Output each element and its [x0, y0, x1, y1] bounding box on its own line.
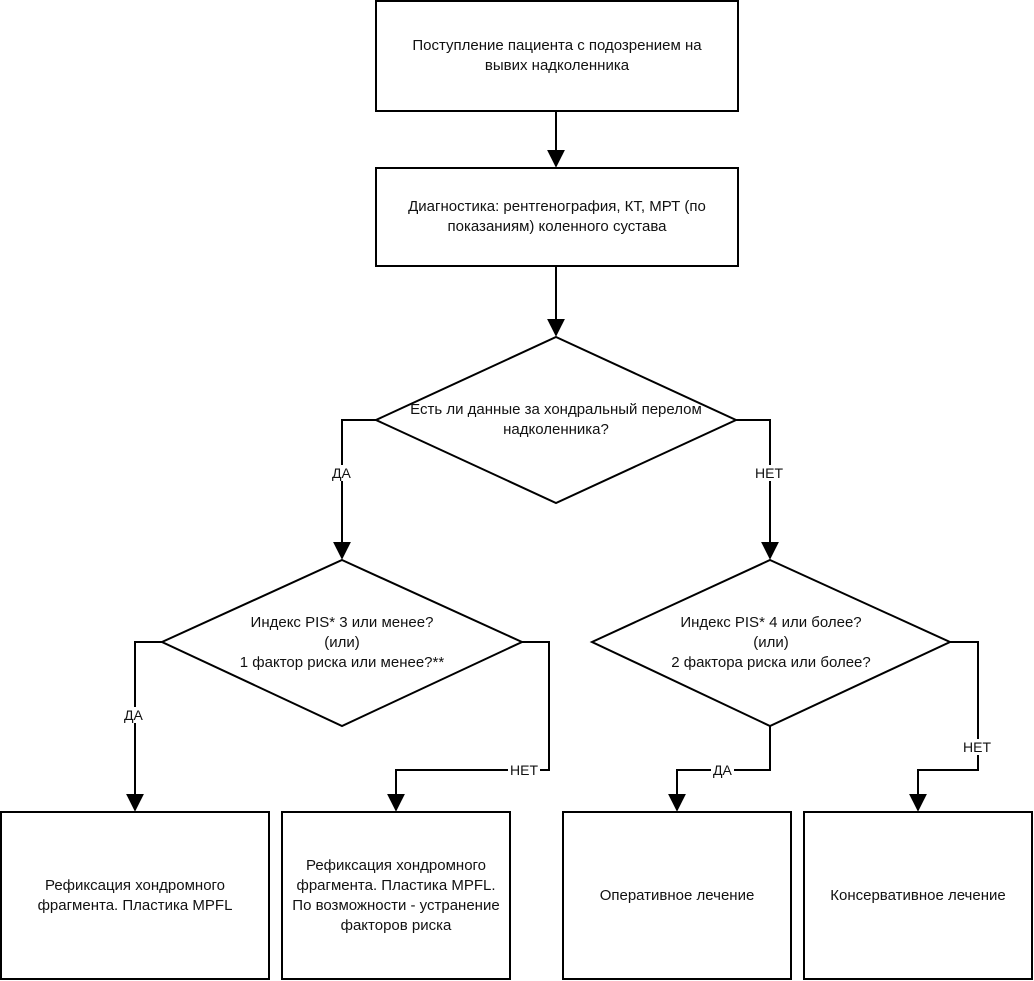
outcome-conservative-label: Консервативное лечение [830, 886, 1006, 904]
outcome-surgery-label: Оперативное лечение [599, 886, 755, 904]
outcome-refix-mpfl-risk-box [281, 811, 511, 980]
diagnostics-box [375, 167, 739, 267]
pis-high-decision-label: Индекс PIS* 4 или более? (или) 2 фактора… [671, 614, 871, 671]
pis-low-yes-label: ДА [122, 707, 145, 723]
connector-pis-low-no [387, 641, 550, 812]
outcome-conservative-box [803, 811, 1033, 980]
diagnostics-label: Диагностика: рентгенография, КТ, МРТ (по… [408, 198, 706, 235]
admission-label: Поступление пациента с подозрением на вы… [412, 37, 702, 74]
pis-high-yes-label: ДА [711, 762, 734, 778]
outcome-refix-mpfl-risk-label: Рефиксация хондромного фрагмента. Пласти… [292, 856, 500, 934]
connector-pis-high-no [909, 641, 979, 812]
admission-box [375, 0, 739, 112]
pis-low-no-label: НЕТ [508, 762, 540, 778]
connector-pis-low-yes [126, 641, 162, 812]
fracture-no-label: НЕТ [753, 465, 785, 481]
fracture-decision-label: Есть ли данные за хондральный перелом на… [410, 401, 702, 438]
connector-fracture-no [736, 419, 779, 560]
outcome-refix-mpfl-label: Рефиксация хондромного фрагмента. Пласти… [37, 876, 233, 914]
outcome-refix-mpfl-box [0, 811, 270, 980]
outcome-surgery-box [562, 811, 792, 980]
fracture-yes-label: ДА [330, 465, 353, 481]
pis-high-no-label: НЕТ [961, 739, 993, 755]
pis-low-decision-diamond [159, 558, 525, 728]
pis-low-decision-label: Индекс PIS* 3 или менее? (или) 1 фактор … [239, 614, 445, 671]
connector-fracture-yes [333, 419, 376, 560]
fracture-decision-diamond [373, 335, 739, 505]
